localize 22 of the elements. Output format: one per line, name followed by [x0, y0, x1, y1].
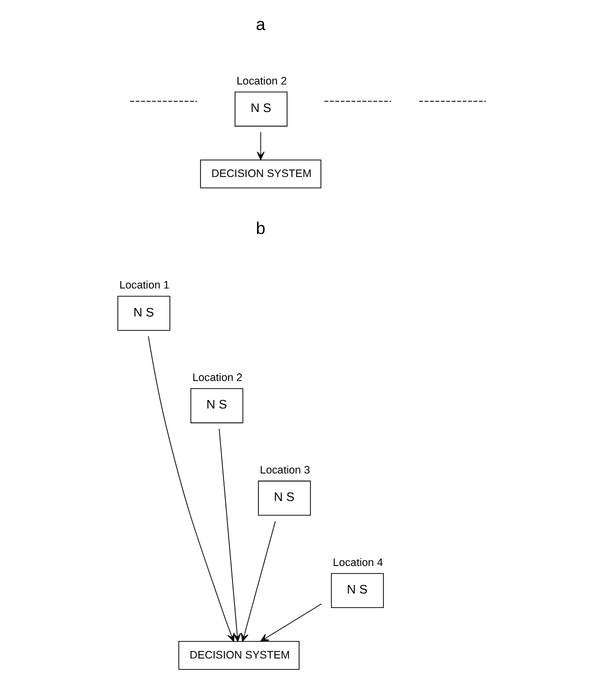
node-box: N S — [330, 573, 384, 608]
node-label: Location 2 — [192, 372, 242, 384]
node-line — [418, 100, 486, 102]
arrow — [260, 603, 322, 642]
node-box: N S — [190, 388, 244, 424]
node-label: Location 1 — [119, 280, 170, 292]
node-label: Location 4 — [332, 556, 384, 569]
node-line — [130, 100, 198, 102]
arrow — [148, 336, 235, 642]
node-label: Location 2 — [236, 75, 287, 88]
node-label: Location 3 — [260, 464, 310, 476]
node-box: DECISION SYSTEM — [178, 641, 300, 670]
node-box: N S — [234, 92, 288, 127]
node-box: DECISION SYSTEM — [200, 160, 322, 188]
arrow — [240, 520, 276, 642]
arrow — [218, 428, 241, 642]
node-line — [324, 100, 392, 102]
arrow — [256, 132, 265, 160]
node-box: N S — [258, 480, 311, 516]
node-box: N S — [117, 296, 170, 331]
label: b — [256, 219, 266, 238]
label: a — [256, 14, 266, 34]
